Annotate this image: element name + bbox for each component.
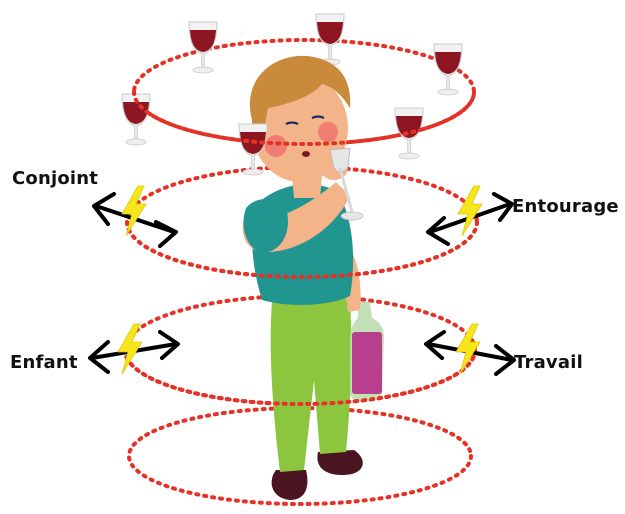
label-enfant: Enfant xyxy=(10,352,78,373)
wine-glass-icon xyxy=(189,22,217,73)
label-conjoint: Conjoint xyxy=(12,168,98,189)
lightning-bolt-icon xyxy=(458,186,482,236)
label-travail: Travail xyxy=(514,352,583,373)
lightning-bolt-icon xyxy=(122,186,146,236)
label-entourage: Entourage xyxy=(512,196,619,217)
